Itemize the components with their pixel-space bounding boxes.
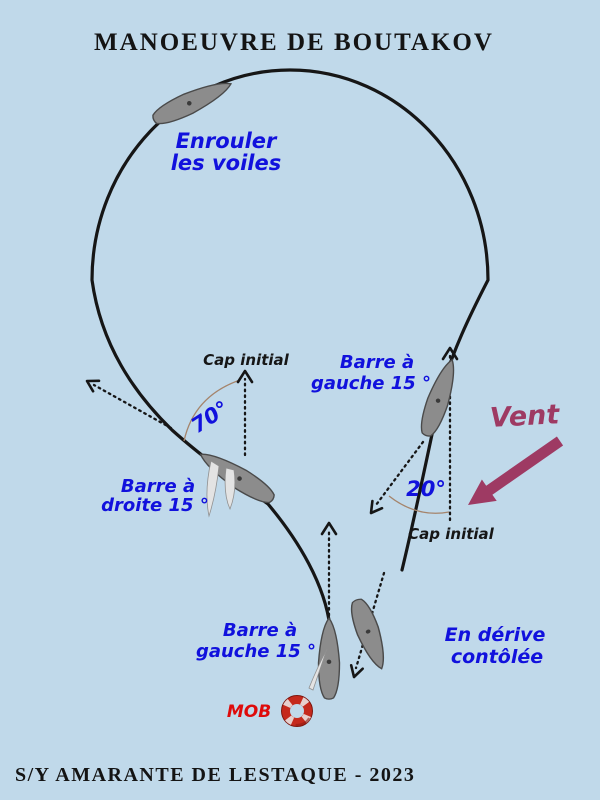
wind-arrow: [468, 436, 564, 505]
flapping-jib-left-boat-2: [224, 467, 236, 511]
page-title: MANOEUVRE DE BOUTAKOV: [94, 29, 494, 56]
helm-port-top-label-line1: Barre à: [340, 352, 414, 373]
helm-port-bottom-label-line2: gauche 15 °: [196, 641, 316, 662]
cap-initial-left-arrow: [236, 369, 254, 457]
cap-initial-right-arrow: [441, 346, 459, 522]
controlled-drift-label-line2: contôlée: [451, 646, 543, 668]
flapping-jib-left-boat: [206, 460, 220, 518]
leeway-arrow-right: [369, 440, 425, 515]
mob-lifering: [281, 695, 313, 727]
helm-port-bottom-label-line1: Barre à: [223, 620, 297, 641]
furl-sails-label-line2: les voiles: [171, 151, 282, 175]
final-heading-arrow: [320, 521, 338, 629]
boat-final-approach: [317, 617, 341, 700]
footer-text: S/Y AMARANTE DE LESTAQUE - 2023: [15, 764, 415, 786]
drift-arrow-bottom: [349, 571, 386, 679]
flapping-jib-final-boat: [308, 648, 328, 691]
boat-top-of-loop: [152, 82, 233, 125]
boat-drifting: [350, 598, 385, 670]
controlled-drift-label-line1: En dérive: [445, 624, 546, 646]
angle-arc-20: [388, 495, 450, 514]
mob-label: MOB: [227, 702, 271, 722]
boat-upwind-leg: [420, 358, 455, 437]
furl-sails-label-line1: Enrouler: [176, 129, 278, 153]
helm-starboard-label-line2: droite 15 °: [101, 495, 209, 516]
maneuver-track: [90, 68, 490, 629]
angle-70-label: 70°: [187, 396, 233, 438]
angle-20-label: 20°: [406, 477, 446, 501]
cap-initial-right-label: Cap initial: [408, 525, 494, 543]
angle-arc-70: [183, 379, 241, 442]
helm-port-top-label-line2: gauche 15 °: [311, 373, 431, 394]
tangent-arrow-upper-left: [85, 379, 173, 430]
cap-initial-left-label: Cap initial: [203, 351, 289, 369]
wind-label: Vent: [489, 399, 561, 434]
helm-starboard-label-line1: Barre à: [121, 476, 195, 497]
